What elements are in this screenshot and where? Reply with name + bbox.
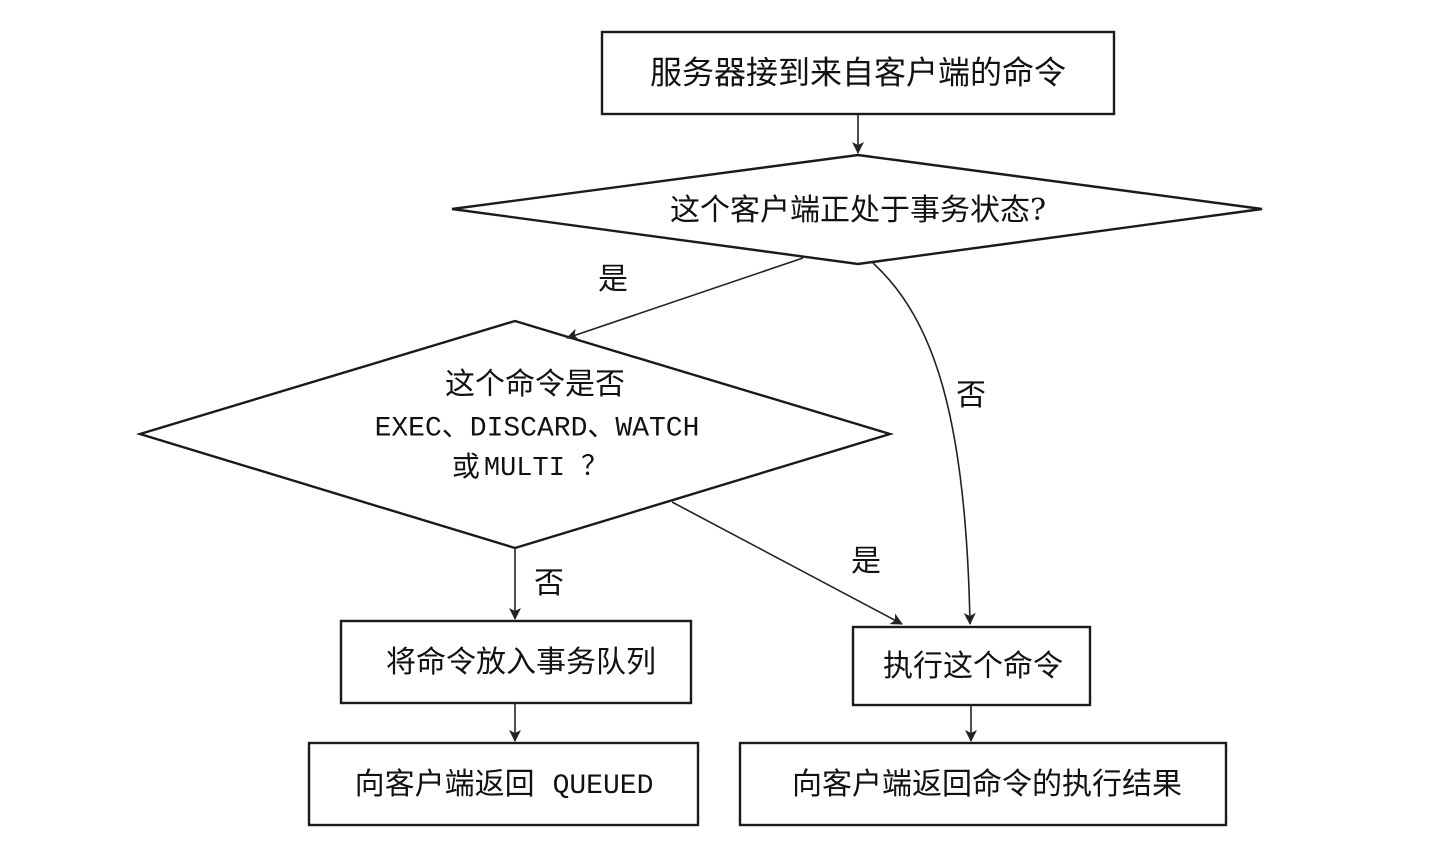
- decision-in-transaction-label: 这个客户端正处于事务状态?: [670, 193, 1046, 228]
- edge-in-transaction-no: [872, 262, 976, 625]
- edge-special-yes: [671, 501, 903, 625]
- node-reply-queued-cjk: 向客户端返回: [355, 767, 535, 802]
- decision-special-line3: 或 MULTI ？: [452, 450, 608, 485]
- node-reply-queued-mono: QUEUED: [553, 771, 654, 802]
- edge-label-in-transaction-no: 否: [956, 378, 986, 413]
- decision-in-transaction: 这个客户端正处于事务状态?: [451, 153, 1263, 266]
- decision-special-line2: EXEC、DISCARD、WATCH: [375, 413, 700, 444]
- node-enqueue-command-label: 将命令放入事务队列: [386, 645, 656, 680]
- edge-label-special-yes: 是: [851, 544, 881, 579]
- node-execute-command-label: 执行这个命令: [883, 649, 1063, 684]
- node-reply-queued-label: 向客户端返回 QUEUED: [355, 767, 654, 802]
- node-enqueue-command: 将命令放入事务队列: [339, 619, 693, 705]
- node-reply-result-label: 向客户端返回命令的执行结果: [792, 767, 1182, 802]
- decision-special-line1: 这个命令是否: [445, 367, 625, 402]
- node-receive-command-label: 服务器接到来自客户端的命令: [650, 54, 1066, 92]
- node-reply-queued: 向客户端返回 QUEUED: [307, 741, 700, 827]
- node-receive-command: 服务器接到来自客户端的命令: [600, 30, 1116, 116]
- decision-special-line3-cjk: 或: [452, 450, 480, 483]
- edge-label-in-transaction-yes: 是: [598, 262, 628, 297]
- node-reply-result: 向客户端返回命令的执行结果: [738, 741, 1228, 827]
- edge-in-transaction-yes: [566, 257, 804, 341]
- edge-label-special-no: 否: [534, 566, 564, 601]
- decision-is-special-command: 这个命令是否 EXEC、DISCARD、WATCH 或 MULTI ？: [135, 319, 895, 550]
- node-execute-command: 执行这个命令: [851, 625, 1092, 707]
- decision-special-line3-mono: MULTI ？: [484, 453, 608, 484]
